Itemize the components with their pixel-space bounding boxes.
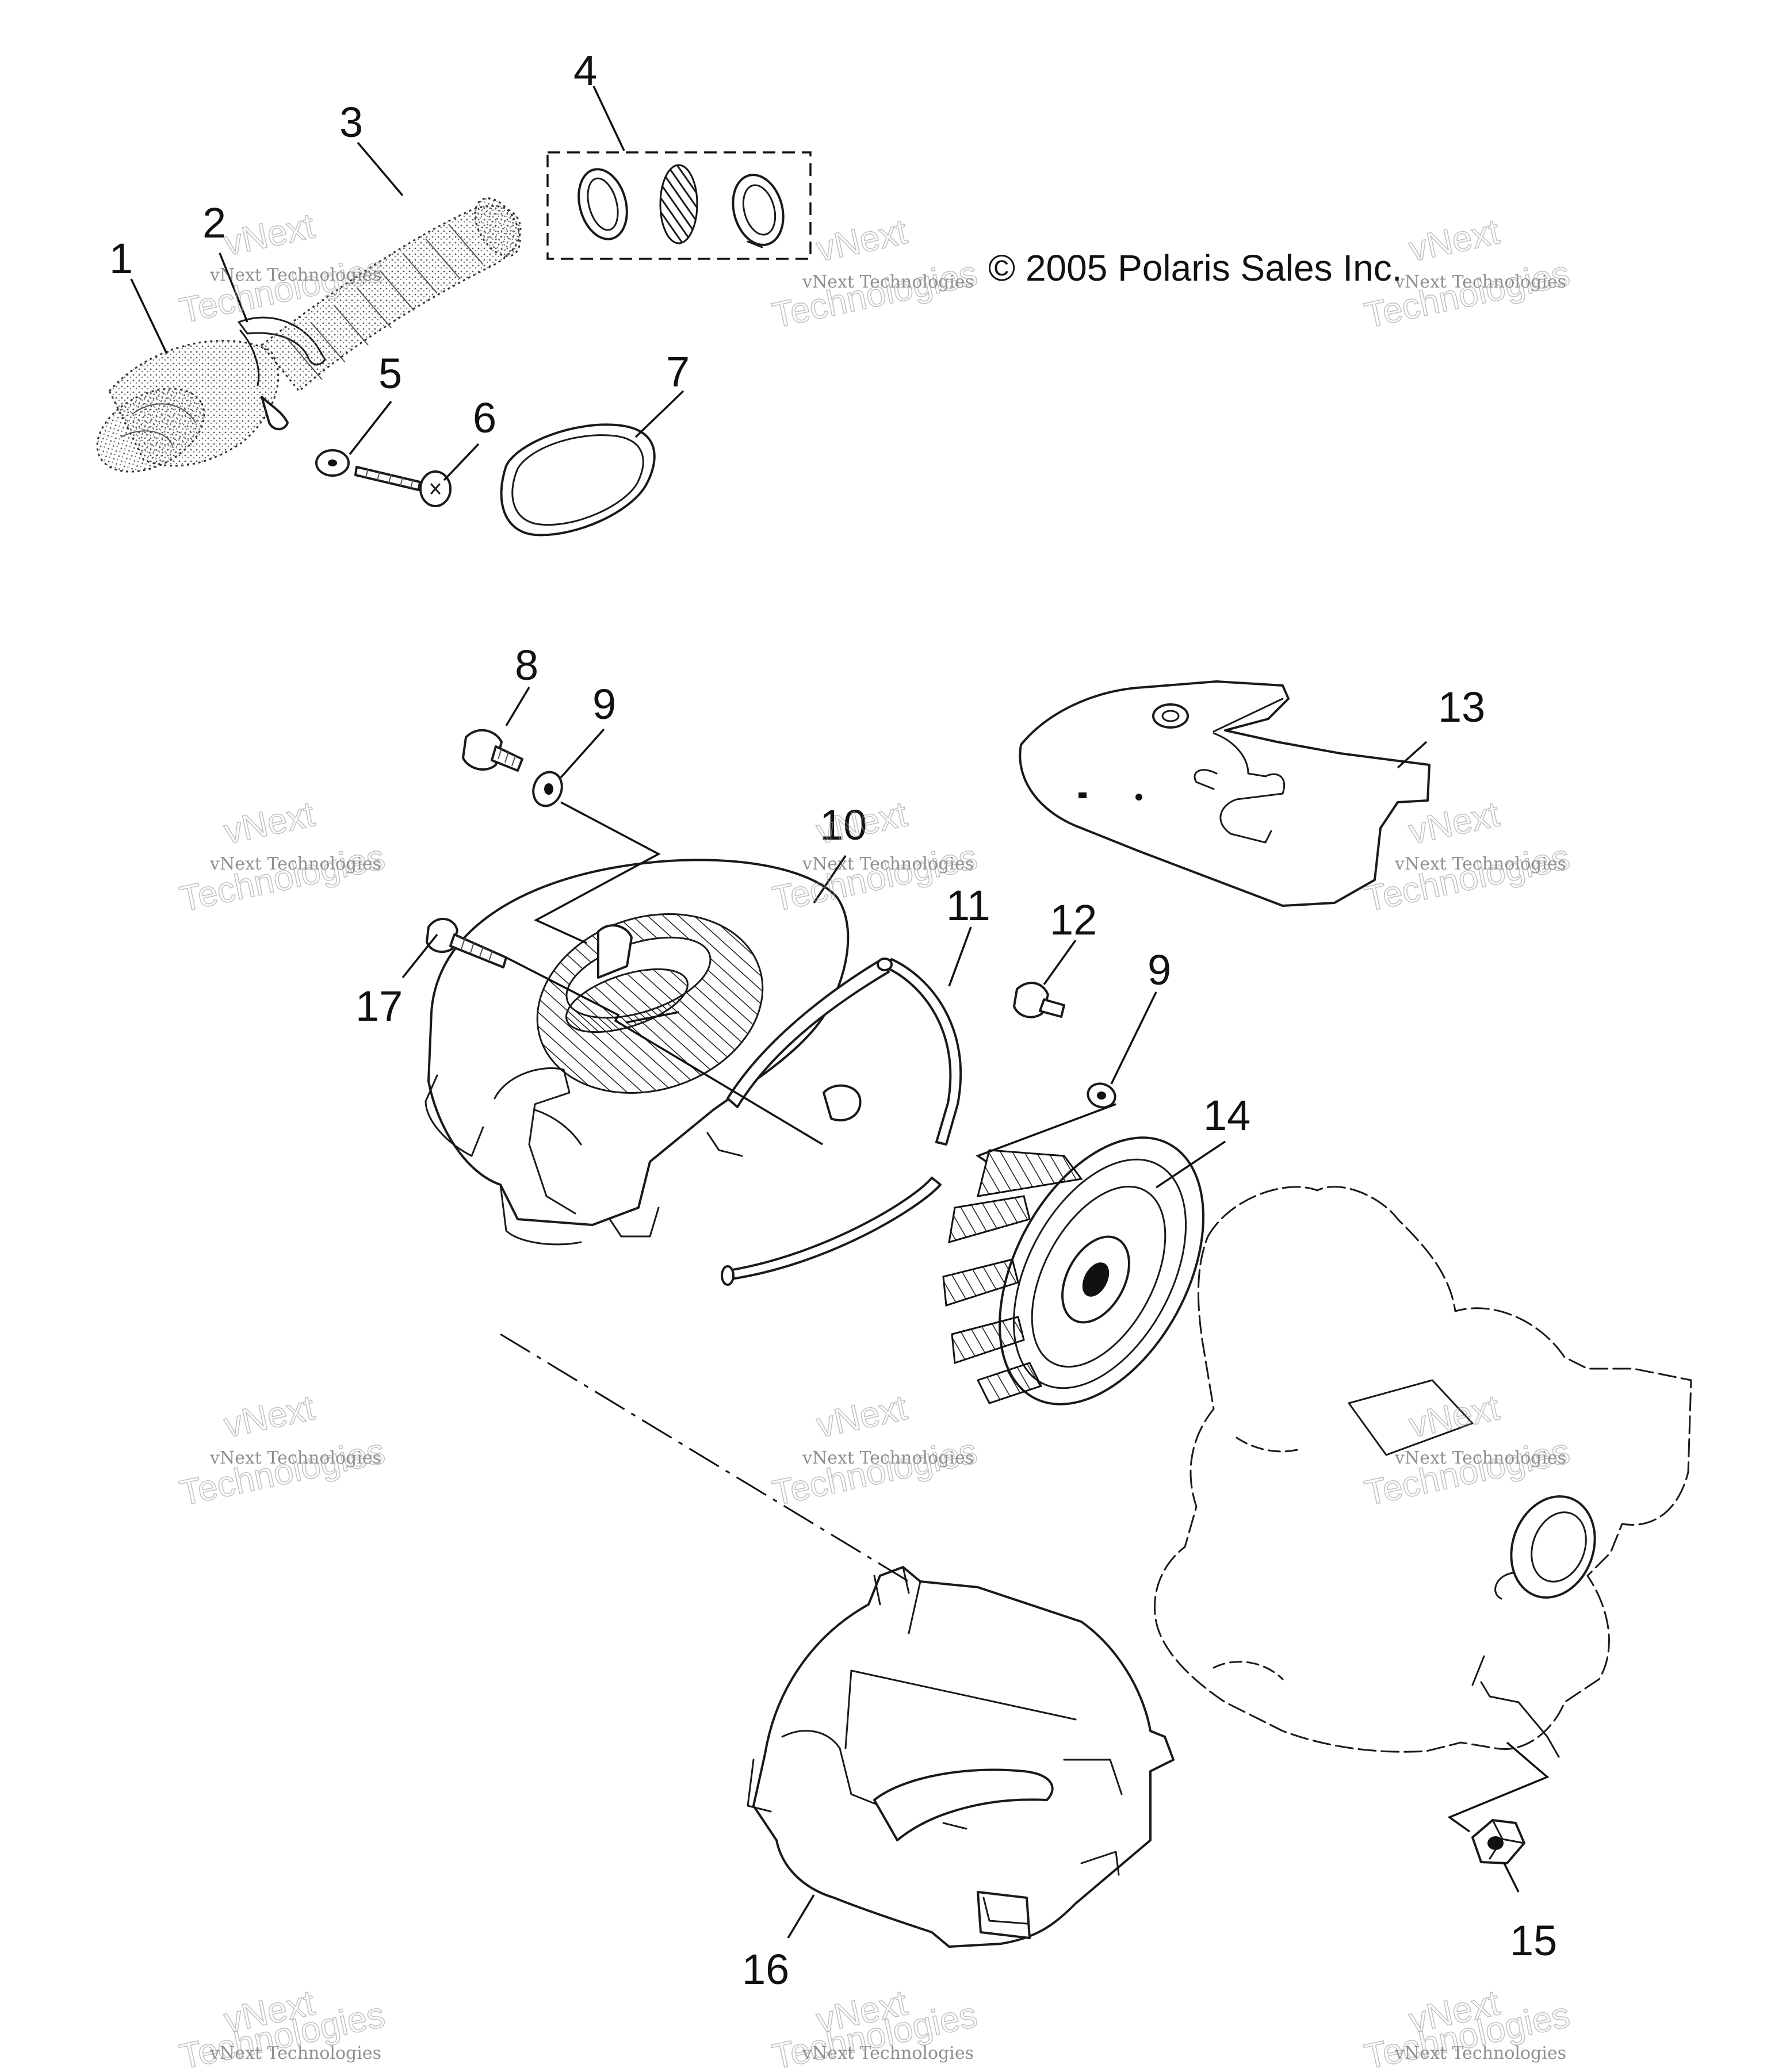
svg-text:vNext Technologies: vNext Technologies [1394,1448,1566,1468]
part-16-cylinder-shroud [747,1566,1175,1948]
callout-15: 15 [1510,1917,1557,1964]
part-4-filter-kit [546,151,812,260]
svg-text:vNext Technologies: vNext Technologies [1394,854,1566,874]
callout-7: 7 [666,348,690,396]
watermark-r4c2: vNext Technologies vNext Technologies [768,1982,981,2072]
callout-2: 2 [202,199,226,247]
svg-text:vNext Technologies: vNext Technologies [802,1448,974,1468]
callout-6: 6 [473,394,496,442]
svg-text:vNext Technologies: vNext Technologies [209,854,381,874]
part-9-washer-lower [1087,1082,1116,1109]
part-15-nut [1471,1819,1525,1864]
svg-text:vNext Technologies: vNext Technologies [209,265,381,285]
part-14-flywheel-fan [942,1136,1204,1405]
part-3-duct [260,197,522,393]
svg-text:Technologies: Technologies [177,1431,388,1514]
part-12-bolt [1013,982,1065,1018]
svg-text:vNext Technologies: vNext Technologies [802,2043,974,2063]
svg-text:vNext Technologies: vNext Technologies [209,1448,381,1468]
part-13-gasket-plate [1019,680,1431,907]
watermark-r3c2: vNext Technologies vNext Technologies [768,1387,981,1514]
callout-5: 5 [378,350,402,397]
watermark-r3c3: vNext Technologies vNext Technologies [1361,1387,1574,1514]
part-1-intake-boot [96,339,289,473]
assembly-lines [500,801,1550,1833]
svg-text:Technologies: Technologies [769,1431,981,1514]
svg-text:vNext Technologies: vNext Technologies [802,854,974,874]
svg-text:vNext: vNext [813,1388,911,1445]
svg-text:vNext: vNext [1406,1388,1503,1445]
part-8-bolt [462,729,523,772]
svg-text:Technologies: Technologies [769,254,981,336]
callout-9-lower: 9 [1148,946,1171,994]
part-10-fan-housing [424,859,862,1246]
watermark-r1c2: vNext Technologies vNext Technologies [768,211,981,336]
svg-text:Technologies: Technologies [177,837,388,920]
part-6-screw [354,466,452,507]
callout-10: 10 [820,801,867,849]
svg-text:vNext Technologies: vNext Technologies [209,2043,381,2063]
part-17-screw [426,917,507,968]
callout-leaders [130,86,1520,1939]
callout-14: 14 [1203,1091,1250,1139]
svg-text:vNext: vNext [813,212,911,269]
engine-crankcase [1153,1186,1692,1758]
callout-16: 16 [742,1945,789,1993]
svg-text:vNext Technologies: vNext Technologies [802,272,974,292]
callout-9-upper: 9 [592,680,616,728]
callout-4: 4 [573,47,597,94]
svg-text:vNext: vNext [221,1388,318,1445]
svg-text:vNext: vNext [1406,212,1503,269]
svg-text:vNext Technologies: vNext Technologies [1394,272,1566,292]
svg-text:vNext: vNext [1406,794,1503,852]
callout-12: 12 [1050,896,1097,944]
callout-8: 8 [515,641,538,689]
watermark-r2c3: vNext Technologies vNext Technologies [1361,794,1574,920]
watermark-r4c1: vNext Technologies vNext Technologies [176,1982,389,2072]
svg-text:vNext: vNext [221,794,318,852]
svg-text:vNext: vNext [221,206,318,263]
callout-13: 13 [1438,683,1485,731]
copyright-notice: © 2005 Polaris Sales Inc. [988,247,1402,289]
part-7-seal-ring [500,423,656,537]
callout-1: 1 [109,235,133,282]
watermark-r2c1: vNext Technologies vNext Technologies [176,794,389,920]
watermark-r3c1: vNext Technologies vNext Technologies [176,1387,389,1514]
part-9-washer-upper [532,771,563,807]
callout-11: 11 [946,882,990,929]
part-5-washer [315,449,350,477]
watermark-r4c3: vNext Technologies vNext Technologies [1361,1982,1574,2072]
callout-labels: 1 2 3 4 5 6 7 8 9 10 11 12 9 13 14 15 16… [109,47,1557,1993]
part-11-hoses [721,958,962,1286]
callout-17: 17 [355,982,403,1030]
svg-text:Technologies: Technologies [1361,837,1573,920]
svg-text:vNext Technologies: vNext Technologies [1394,2043,1566,2063]
callout-3: 3 [339,98,363,146]
